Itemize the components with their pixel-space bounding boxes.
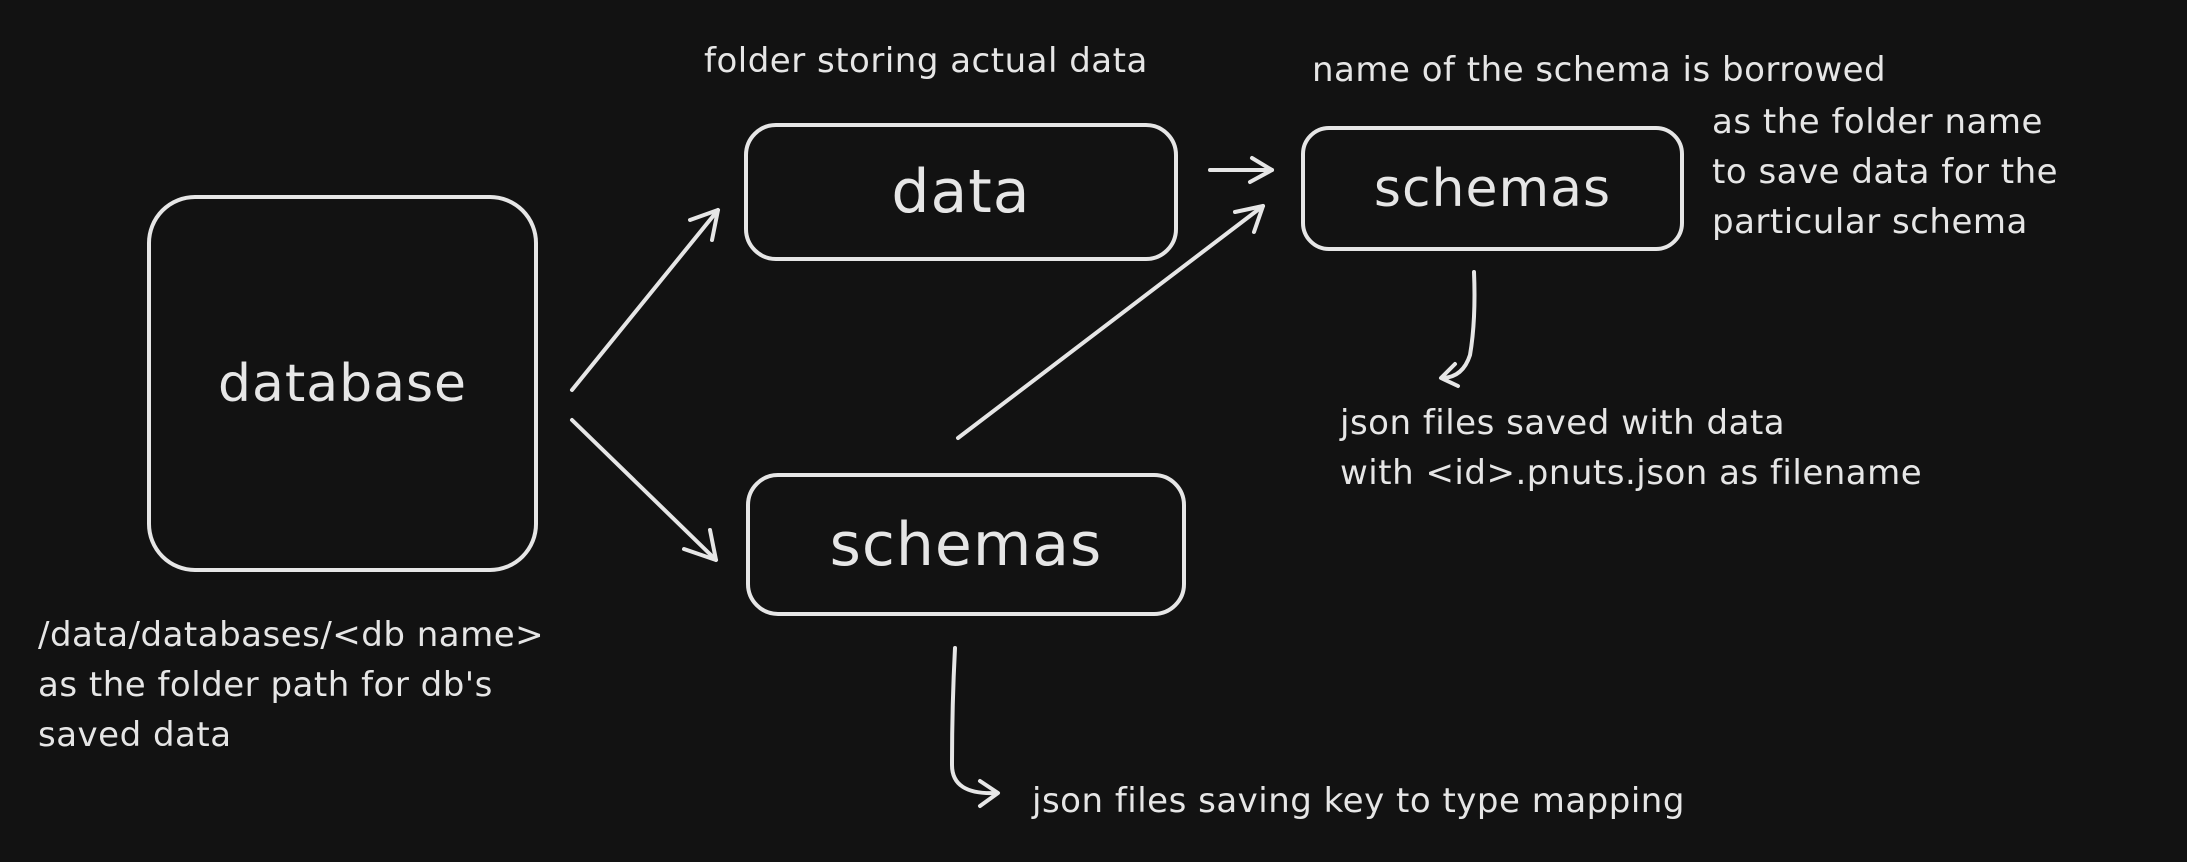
note-schema-name-line: particular schema xyxy=(1712,202,2028,242)
note-schema-name-line: as the folder name xyxy=(1712,102,2043,142)
arrow-database-to-schemas xyxy=(570,418,718,562)
arrow-schemas-to-schemas xyxy=(956,204,1265,440)
node-schemas-upper: schemas xyxy=(1301,126,1684,251)
note-json-data-line: with <id>.pnuts.json as filename xyxy=(1340,453,1923,493)
note-schema-name: name of the schema is borrowed xyxy=(1312,45,1886,95)
note-data-folder: folder storing actual data xyxy=(704,36,1148,86)
note-data-folder-text: folder storing actual data xyxy=(704,41,1148,81)
arrow-database-to-data xyxy=(570,208,720,392)
arrow-data-to-schemas xyxy=(1208,156,1274,184)
node-schemas-upper-label: schemas xyxy=(1373,158,1612,219)
arrow-schemas-upper-to-json-data xyxy=(1439,270,1477,388)
note-json-schema-text: json files saving key to type mapping xyxy=(1032,781,1685,821)
note-schema-name-line: to save data for the xyxy=(1712,152,2059,192)
node-database-label: database xyxy=(217,353,468,414)
node-schemas-lower-label: schemas xyxy=(829,509,1103,580)
node-data-label: data xyxy=(891,157,1031,227)
node-database: database xyxy=(147,195,538,572)
node-schemas-lower: schemas xyxy=(746,473,1186,616)
note-db-path-line: saved data xyxy=(38,715,232,755)
note-schema-name-cont: as the folder name to save data for the … xyxy=(1712,97,2058,247)
note-json-data: json files saved with data with <id>.pnu… xyxy=(1340,398,1922,498)
note-db-path: /data/databases/<db name> as the folder … xyxy=(38,610,544,760)
note-db-path-line: /data/databases/<db name> xyxy=(38,615,545,655)
note-json-schema: json files saving key to type mapping xyxy=(1032,776,1685,826)
note-db-path-line: as the folder path for db's xyxy=(38,665,493,705)
note-json-data-line: json files saved with data xyxy=(1340,403,1786,443)
arrow-schemas-lower-to-json-mapping xyxy=(950,646,1000,808)
node-data: data xyxy=(744,123,1178,261)
note-schema-name-line: name of the schema is borrowed xyxy=(1312,50,1887,90)
